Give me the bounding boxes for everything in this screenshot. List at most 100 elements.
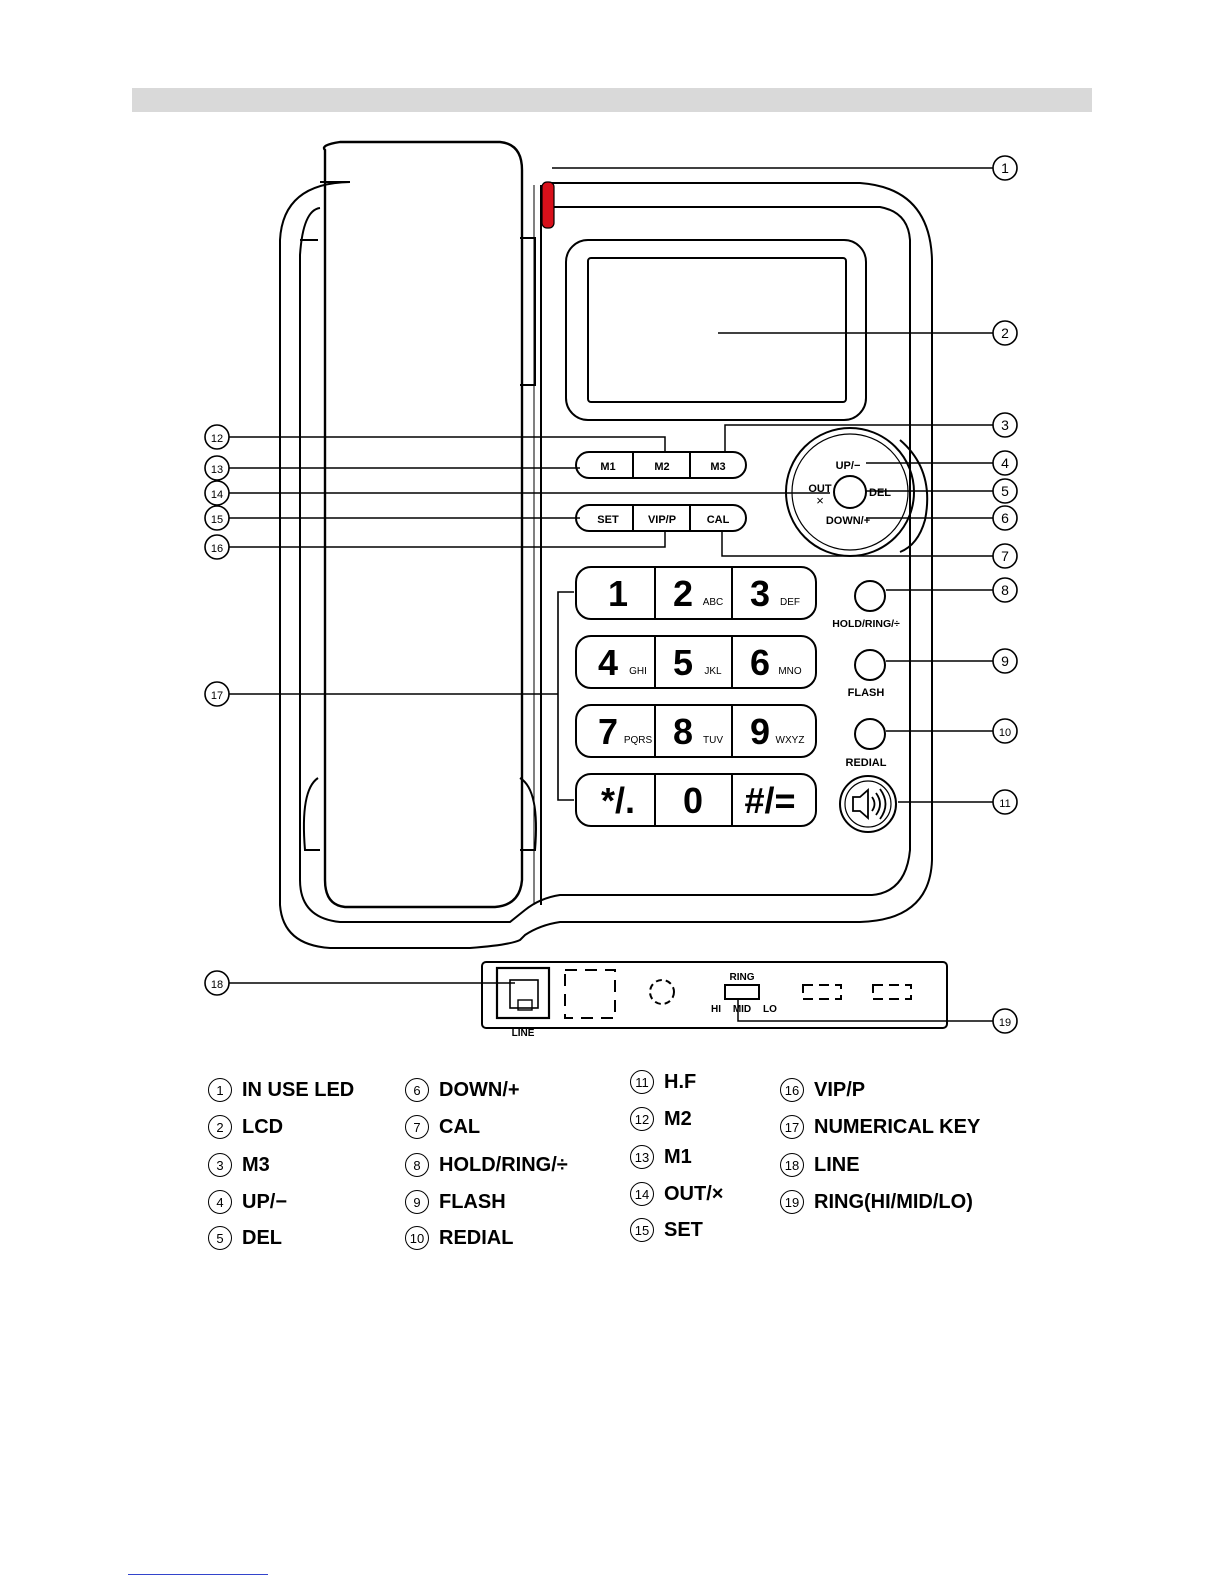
legend-number: 16 [780, 1078, 804, 1102]
m1-button[interactable]: M1 [600, 461, 615, 473]
key-12[interactable]: #/= [731, 774, 796, 826]
speaker-icon [852, 788, 887, 820]
callout-number: 5 [1001, 483, 1009, 499]
legend-number: 12 [630, 1107, 654, 1131]
callout-number: 6 [1001, 510, 1009, 526]
callout-8: 8 [886, 577, 1018, 603]
key-digit: */. [601, 780, 635, 821]
key-11[interactable]: 0 [654, 774, 703, 826]
back-panel [481, 961, 948, 1029]
callout-19: 19 [737, 999, 1018, 1034]
callout-4: 4 [866, 450, 1018, 476]
callout-number: 17 [211, 690, 223, 702]
legend-number: 14 [630, 1182, 654, 1206]
in-use-led [541, 181, 555, 229]
callout-10: 10 [886, 718, 1018, 744]
hold-button [854, 580, 886, 612]
callout-number: 16 [211, 543, 223, 555]
ring-label: RING [730, 972, 755, 983]
legend-label: DEL [242, 1226, 282, 1249]
legend-number: 2 [208, 1115, 232, 1139]
key-1[interactable]: 1 [608, 573, 628, 614]
key-digit: 8 [673, 711, 693, 752]
callout-5: 5 [866, 478, 1018, 504]
key-digit: 2 [673, 573, 693, 614]
key-digit: 9 [750, 711, 770, 752]
line-jack-label: LINE [512, 1028, 535, 1039]
ring-switch [724, 984, 760, 1000]
legend-number: 6 [405, 1078, 429, 1102]
legend-label: VIP/P [814, 1078, 866, 1101]
key-10[interactable]: */. [601, 780, 635, 821]
lcd-screen [587, 257, 847, 403]
callout-12: 12 [204, 424, 666, 452]
m3-button[interactable]: M3 [710, 461, 725, 473]
legend-number: 15 [630, 1218, 654, 1242]
handset [322, 140, 524, 909]
legend-item-17: 17 NUMERICAL KEY [780, 1115, 980, 1139]
lcd-bezel [565, 239, 867, 421]
callout-number: 4 [1001, 455, 1009, 471]
legend-label: SET [664, 1218, 703, 1241]
legend-label: M2 [664, 1107, 692, 1130]
key-letters: DEF [780, 597, 800, 608]
legend-item-8: 8 HOLD/RING/÷ [405, 1153, 568, 1177]
vip-p-button[interactable]: VIP/P [648, 514, 676, 526]
legend-number: 11 [630, 1070, 654, 1094]
out-button[interactable]: OUT [808, 483, 832, 495]
legend-label: HOLD/RING/÷ [439, 1153, 568, 1176]
ring-hi-label: HI [711, 1004, 721, 1015]
m2-button[interactable]: M2 [654, 461, 669, 473]
legend-label: H.F [664, 1070, 697, 1093]
key-digit: 1 [608, 573, 628, 614]
callout-number: 1 [1001, 160, 1009, 176]
legend-number: 19 [780, 1190, 804, 1214]
key-letters: GHI [629, 666, 647, 677]
legend-label: M1 [664, 1145, 692, 1168]
callout-9: 9 [886, 648, 1018, 674]
del-button[interactable]: DEL [869, 487, 891, 499]
legend-label: LINE [814, 1153, 860, 1176]
callout-13: 13 [204, 455, 580, 481]
legend-number: 8 [405, 1153, 429, 1177]
nav-ring-outer [785, 427, 915, 557]
header-bar [132, 88, 1092, 112]
key-letters: MNO [778, 666, 802, 677]
callout-number: 2 [1001, 325, 1009, 341]
legend-number: 7 [405, 1115, 429, 1139]
callout-number: 7 [1001, 548, 1009, 564]
down-button[interactable]: DOWN/+ [826, 515, 870, 527]
callout-2: 2 [718, 320, 1018, 346]
cal-button[interactable]: CAL [707, 514, 730, 526]
up-button[interactable]: UP/− [836, 460, 861, 472]
callout-number: 18 [211, 979, 223, 991]
callout-16: 16 [204, 531, 666, 560]
legend-label: NUMERICAL KEY [814, 1115, 981, 1138]
callout-number: 15 [211, 514, 223, 526]
legend-label: CAL [439, 1115, 481, 1138]
legend-number: 9 [405, 1190, 429, 1214]
legend-number: 17 [780, 1115, 804, 1139]
flash-label: FLASH [848, 687, 885, 699]
key-letters: TUV [703, 735, 723, 746]
set-button[interactable]: SET [597, 514, 619, 526]
legend-number: 4 [208, 1190, 232, 1214]
legend-label: LCD [242, 1115, 284, 1138]
key-letters: WXYZ [776, 735, 805, 746]
nav-center [833, 475, 867, 509]
